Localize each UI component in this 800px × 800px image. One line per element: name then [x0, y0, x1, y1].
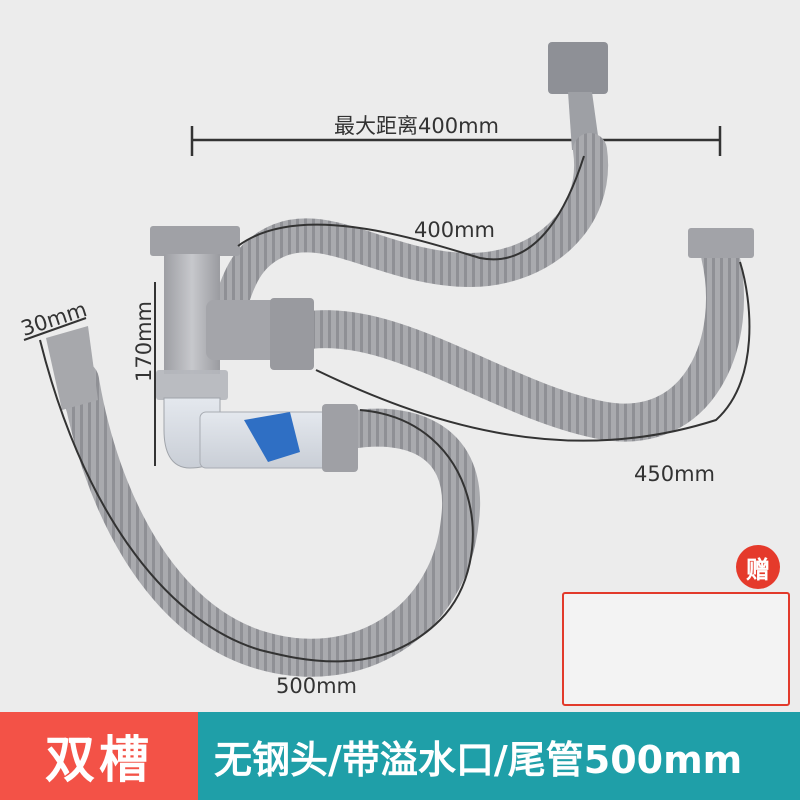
max-distance-dimension-line: [190, 126, 722, 156]
overflow-fitting: [548, 42, 608, 150]
bottom-hose-length-label: 500mm: [276, 674, 357, 698]
footer-banner: 双槽 无钢头/带溢水口/尾管500mm: [0, 712, 800, 800]
right-strainer-ring: [688, 228, 754, 258]
right-hose-length-label: 450mm: [634, 462, 715, 486]
max-distance-label: 最大距离400mm: [334, 114, 499, 138]
main-vertical-pipe: [150, 226, 314, 469]
gift-box: [562, 592, 790, 706]
upper-hose-length-label: 400mm: [414, 218, 495, 242]
footer-title: 双槽: [0, 712, 198, 800]
gift-badge: 赠: [736, 545, 780, 589]
dimension-arcs: [23, 155, 751, 663]
pipe-height-label: 170mm: [132, 301, 156, 382]
tail-end-cuff: [46, 326, 98, 410]
left-tail-hose: [61, 361, 481, 677]
right-basin-hose: [291, 236, 744, 442]
upper-overflow-hose: [215, 133, 609, 317]
clear-trap-valve: [199, 404, 358, 472]
footer-spec-text: 无钢头/带溢水口/尾管500mm: [214, 737, 743, 782]
